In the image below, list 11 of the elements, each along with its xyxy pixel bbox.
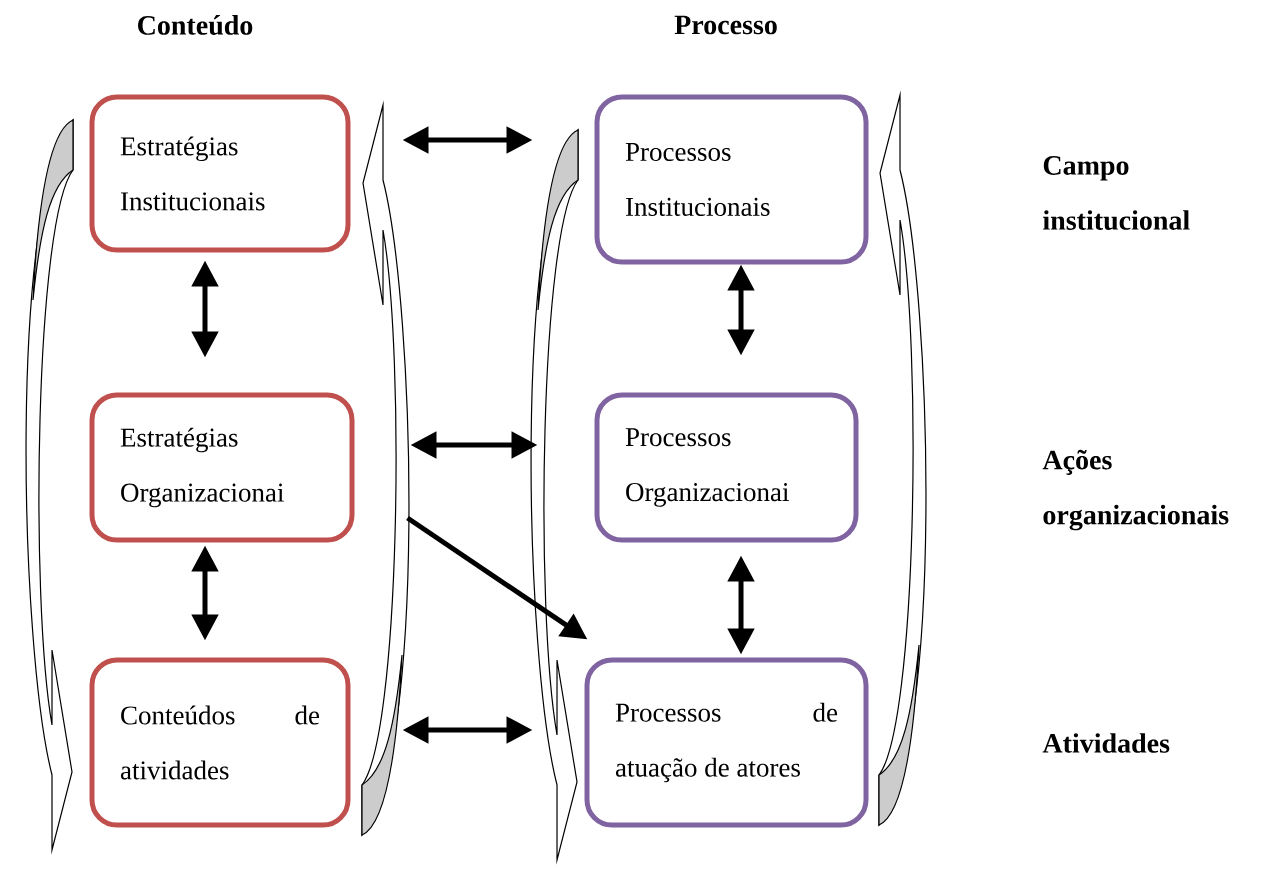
column-heading: Processo: [674, 15, 777, 35]
rounded-box: Processos Organizacionai: [594, 392, 859, 543]
rounded-box: Processos de atuação de atores: [584, 657, 869, 828]
rounded-box: Processos Institucionais: [594, 94, 869, 265]
row-label: Ações organizacionais: [1042, 449, 1229, 531]
column-heading: Conteúdo: [138, 15, 253, 35]
row-label: Campo institucional: [1043, 156, 1190, 230]
rounded-box: Conteúdos de atividades: [89, 657, 351, 828]
rounded-box: Estratégias Institucionais: [89, 94, 351, 253]
row-label: Atividades: [1042, 733, 1170, 753]
rounded-box: Estratégias Organizacionai: [89, 392, 355, 543]
